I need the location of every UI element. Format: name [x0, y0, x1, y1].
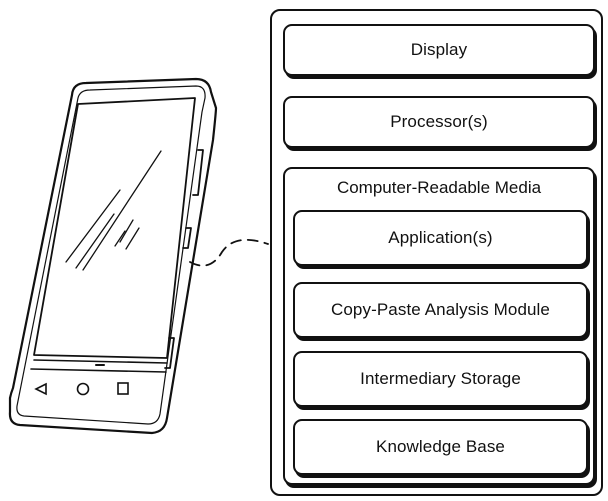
- screen-glare-line: [114, 230, 126, 247]
- screen-glare-line: [125, 227, 140, 250]
- phone-body-outline: [8, 77, 218, 435]
- application-label: Application(s): [388, 228, 493, 247]
- back-triangle-icon: [34, 382, 47, 396]
- processor-box: Processor(s): [283, 96, 595, 148]
- phone-side-button-upper: [192, 149, 204, 196]
- screen-glare-line: [65, 189, 121, 263]
- copy-paste-analysis-module-box: Copy-Paste Analysis Module: [293, 282, 588, 338]
- processor-label: Processor(s): [390, 112, 488, 131]
- screen-glare-line: [75, 213, 115, 269]
- intermediary-storage-label: Intermediary Storage: [360, 369, 521, 388]
- phone-nav-bar-bottom: [30, 368, 167, 373]
- copy-paste-analysis-module-label: Copy-Paste Analysis Module: [331, 300, 550, 319]
- display-box: Display: [283, 24, 595, 76]
- computer-readable-media-title: Computer-Readable Media: [336, 178, 542, 197]
- screen-glare-line: [119, 219, 134, 243]
- intermediary-storage-box: Intermediary Storage: [293, 351, 588, 407]
- home-circle-icon: [76, 382, 90, 396]
- display-label: Display: [410, 40, 468, 59]
- knowledge-base-box: Knowledge Base: [293, 419, 588, 475]
- phone-side-button-middle: [182, 227, 192, 249]
- phone-side-button-lower: [164, 337, 175, 369]
- application-box: Application(s): [293, 210, 588, 266]
- phone-nav-bar-top: [33, 359, 168, 364]
- knowledge-base-label: Knowledge Base: [376, 437, 505, 456]
- screen-glare-line: [82, 150, 162, 271]
- phone-screen: [33, 97, 196, 359]
- recents-square-icon: [117, 382, 129, 395]
- phone-body-bevel: [16, 85, 206, 425]
- dashed-connector: [189, 238, 269, 267]
